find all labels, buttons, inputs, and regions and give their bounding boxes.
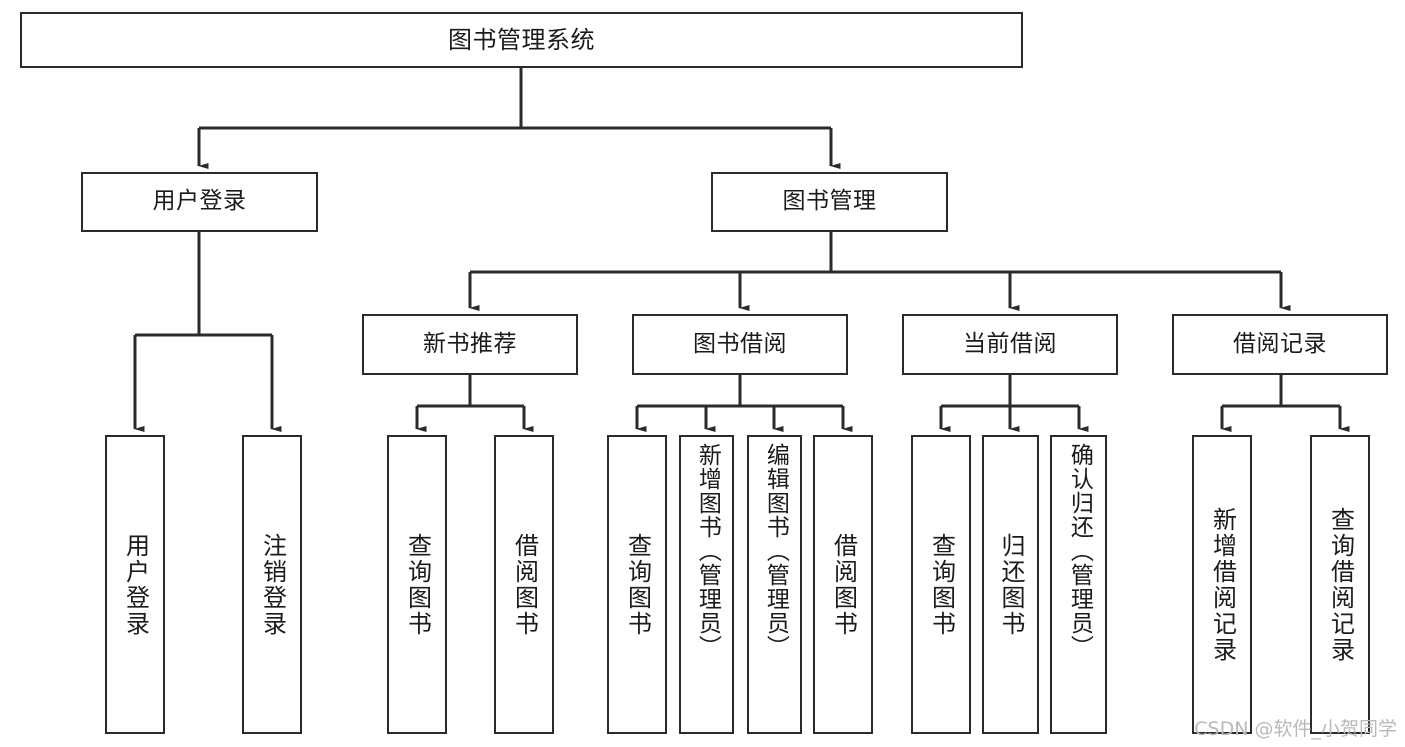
node-label: 借阅图书 xyxy=(829,532,858,637)
node-user-login[interactable]: 用户登录 xyxy=(81,172,318,232)
node-label: 当前借阅 xyxy=(963,330,1057,357)
node-label: 确认归还（管理员） xyxy=(1066,443,1093,659)
node-label: 查询图书 xyxy=(403,532,432,637)
leaf-borrow-record-query[interactable]: 查询借阅记录 xyxy=(1310,435,1370,734)
leaf-borrow-record-add[interactable]: 新增借阅记录 xyxy=(1192,435,1252,734)
node-current-borrow[interactable]: 当前借阅 xyxy=(902,314,1118,375)
leaf-book-borrow-query[interactable]: 查询图书 xyxy=(607,435,667,734)
node-label: 借阅图书 xyxy=(510,532,539,637)
leaf-current-borrow-query[interactable]: 查询图书 xyxy=(911,435,971,734)
node-label: 编辑图书（管理员） xyxy=(762,443,789,659)
node-label: 图书管理 xyxy=(782,188,877,215)
node-label: 查询图书 xyxy=(927,532,956,637)
node-label: 查询图书 xyxy=(623,532,652,637)
leaf-user-login-signin[interactable]: 用户登录 xyxy=(105,435,165,734)
node-label: 用户登录 xyxy=(121,532,150,637)
leaf-current-borrow-return[interactable]: 归还图书 xyxy=(982,435,1039,734)
watermark-text: CSDN @软件_小贺同学 xyxy=(1194,718,1397,740)
leaf-book-borrow-edit-admin[interactable]: 编辑图书（管理员） xyxy=(747,435,802,734)
node-label: 借阅记录 xyxy=(1233,330,1327,357)
leaf-new-book-borrow[interactable]: 借阅图书 xyxy=(494,435,554,734)
node-new-book-recommend[interactable]: 新书推荐 xyxy=(362,314,578,375)
node-label: 图书管理系统 xyxy=(448,25,595,54)
node-label: 新增图书（管理员） xyxy=(694,443,721,659)
node-label: 新增借阅记录 xyxy=(1208,506,1237,663)
leaf-book-borrow-borrow[interactable]: 借阅图书 xyxy=(813,435,873,734)
node-label: 注销登录 xyxy=(258,532,287,637)
node-label: 图书借阅 xyxy=(693,330,787,357)
node-book-borrow[interactable]: 图书借阅 xyxy=(632,314,848,375)
leaf-book-borrow-add-admin[interactable]: 新增图书（管理员） xyxy=(679,435,734,734)
node-label: 新书推荐 xyxy=(423,330,517,357)
leaf-user-login-signout[interactable]: 注销登录 xyxy=(242,435,302,734)
leaf-new-book-query[interactable]: 查询图书 xyxy=(387,435,447,734)
node-root-library-system[interactable]: 图书管理系统 xyxy=(20,12,1023,68)
node-book-management[interactable]: 图书管理 xyxy=(711,172,948,232)
node-borrow-record[interactable]: 借阅记录 xyxy=(1172,314,1388,375)
node-label: 用户登录 xyxy=(152,188,247,215)
node-label: 归还图书 xyxy=(996,532,1025,637)
node-label: 查询借阅记录 xyxy=(1326,506,1355,663)
leaf-current-borrow-confirm-admin[interactable]: 确认归还（管理员） xyxy=(1050,435,1107,734)
